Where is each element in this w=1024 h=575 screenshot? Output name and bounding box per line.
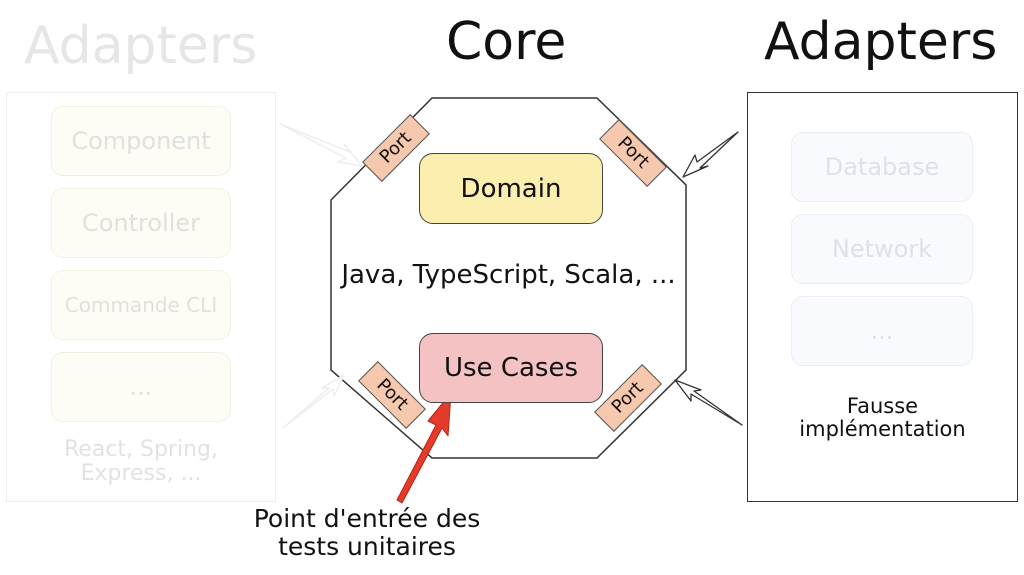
core-title: Core <box>446 12 567 72</box>
arrow-left-top <box>279 123 363 167</box>
use-cases-box: Use Cases <box>419 333 603 403</box>
right-adapter-caption: Fausse implémentation <box>770 395 995 440</box>
right-adapter-more: ... <box>791 296 973 366</box>
right-adapter-database: Database <box>791 132 973 202</box>
left-adapter-more: ... <box>51 352 231 422</box>
left-adapter-caption-line2: Express, ... <box>80 460 202 486</box>
right-adapter-caption-line2: implémentation <box>799 416 966 441</box>
left-adapter-caption: React, Spring, Express, ... <box>56 438 226 486</box>
arrow-right-top <box>682 131 739 178</box>
left-adapter-cli: Commande CLI <box>51 270 231 340</box>
entry-point-line2: tests unitaires <box>278 532 456 561</box>
left-adapter-component: Component <box>51 106 231 176</box>
left-adapter-caption-line1: React, Spring, <box>63 437 218 462</box>
right-adapter-network: Network <box>791 214 973 284</box>
entry-point-line1: Point d'entrée des <box>253 504 481 533</box>
arrow-right-bottom <box>674 379 743 426</box>
arrow-left-bottom <box>282 374 345 429</box>
entry-point-arrow <box>396 392 452 504</box>
entry-point-annotation: Point d'entrée des tests unitaires <box>228 505 506 561</box>
domain-box: Domain <box>419 153 603 224</box>
left-adapters-title: Adapters <box>24 16 258 76</box>
right-adapter-caption-line1: Fausse <box>846 394 919 418</box>
right-adapters-title: Adapters <box>764 12 998 72</box>
core-languages: Java, TypeScript, Scala, ... <box>341 260 676 290</box>
left-adapter-controller: Controller <box>51 188 231 258</box>
